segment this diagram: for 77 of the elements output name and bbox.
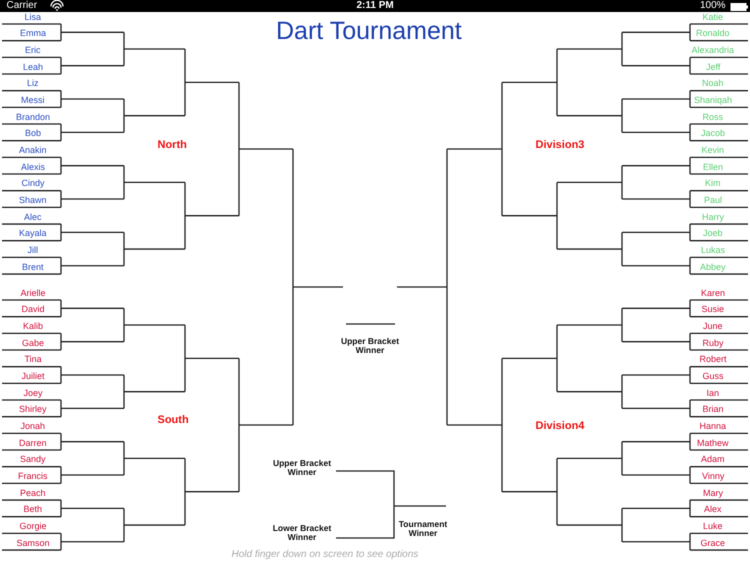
slot-caption: Upper Bracket Winner (272, 459, 332, 478)
hint-text: Hold finger down on screen to see options (232, 549, 418, 560)
player-name: Hanna (700, 422, 726, 432)
player-name: Kalib (23, 322, 44, 332)
player-name: Grace (700, 538, 726, 548)
player-name: Juiliet (22, 372, 45, 382)
player-name: Paul (704, 196, 722, 206)
player-name: Katie (702, 12, 724, 22)
player-name: June (703, 322, 723, 332)
player-name: Jill (28, 246, 38, 256)
player-name: Guss (702, 372, 724, 382)
player-name: Alexis (21, 162, 46, 172)
player-name: Noah (702, 79, 724, 90)
player-name: Lisa (24, 12, 42, 22)
player-name: Mary (703, 488, 723, 498)
player-name: Eric (25, 46, 40, 56)
player-name: Beth (24, 505, 42, 516)
player-name: Gorgie (20, 522, 47, 532)
clock-time: 2:11 PM (356, 0, 394, 11)
player-name: Shirley (19, 405, 47, 416)
player-name: Liz (27, 79, 39, 90)
player-name: Joeb (703, 229, 723, 240)
player-name: Sandy (20, 455, 46, 466)
player-name: Alexandria (692, 46, 734, 56)
player-name: Robert (700, 355, 727, 366)
player-name: Ian (706, 388, 720, 398)
player-name: Luke (703, 522, 723, 532)
player-name: Bob (25, 129, 42, 140)
division-heading: South (158, 414, 189, 426)
player-name: Leah (23, 62, 44, 72)
player-name: Adam (701, 455, 725, 466)
player-name: Vinny (702, 472, 724, 482)
player-name: Tina (24, 355, 42, 366)
player-name: Harry (702, 212, 724, 222)
slot-caption: Upper Bracket Winner (340, 337, 400, 356)
player-name: Brent (22, 262, 44, 272)
player-name: Ellen (703, 162, 724, 172)
player-name: Gabe (22, 338, 44, 348)
carrier-label: Carrier (6, 0, 38, 11)
player-name: Kayala (19, 229, 47, 240)
player-name: Ruby (702, 338, 724, 348)
player-name: Ronaldo (696, 29, 730, 40)
player-name: Emma (20, 29, 46, 40)
player-name: Alex (704, 505, 722, 516)
player-name: Kevin (702, 146, 724, 156)
player-name: Arielle (20, 288, 46, 298)
title: Dart Tournament (276, 18, 462, 46)
slot-caption: Tournament Winner (398, 520, 448, 539)
player-name: Kim (705, 179, 720, 190)
slot-caption: Lower Bracket Winner (272, 524, 332, 543)
player-name: Mathew (697, 438, 729, 448)
player-name: Cindy (22, 179, 45, 190)
player-name: Alec (24, 212, 42, 222)
player-name: Shaniqah (694, 96, 732, 106)
player-name: Ross (702, 112, 724, 122)
division-heading: North (158, 139, 187, 152)
player-name: Samson (16, 538, 50, 548)
player-name: Joey (24, 388, 43, 398)
division-heading: Division4 (536, 420, 584, 432)
player-name: Anakin (19, 146, 47, 156)
player-name: Francis (18, 472, 48, 482)
player-name: Jacob (701, 129, 726, 140)
player-name: Shawn (19, 196, 47, 206)
player-name: David (22, 305, 45, 316)
player-name: Susie (702, 305, 724, 316)
player-name: Abbey (700, 262, 726, 272)
player-name: Karen (701, 288, 726, 298)
division-heading: Division3 (536, 139, 584, 152)
battery-percentage: 100% (700, 0, 726, 11)
player-name: Messi (21, 96, 45, 106)
player-name: Peach (20, 488, 46, 498)
player-name: Darren (19, 438, 47, 448)
player-name: Brian (702, 405, 724, 416)
player-name: Jonah (20, 422, 46, 432)
player-name: Brandon (16, 112, 50, 122)
player-name: Lukas (701, 246, 726, 256)
player-name: Jeff (706, 62, 720, 72)
